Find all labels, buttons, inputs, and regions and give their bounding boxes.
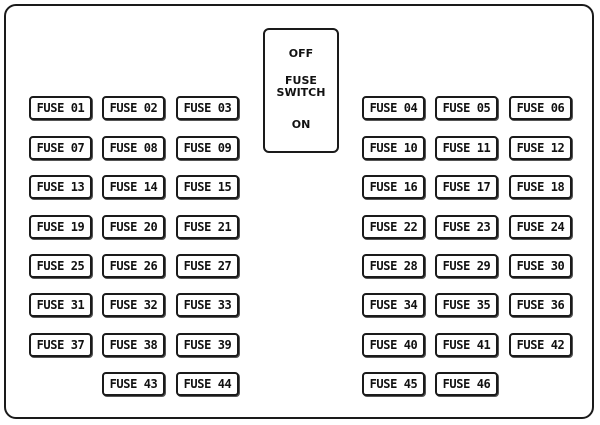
fuse-16[interactable]: FUSE 16	[362, 175, 425, 199]
fuse-02[interactable]: FUSE 02	[102, 96, 165, 120]
fuse-11[interactable]: FUSE 11	[435, 136, 498, 160]
fuse-08[interactable]: FUSE 08	[102, 136, 165, 160]
fuse-12[interactable]: FUSE 12	[509, 136, 572, 160]
fuse-38[interactable]: FUSE 38	[102, 333, 165, 357]
fuse-09[interactable]: FUSE 09	[176, 136, 239, 160]
fuse-22[interactable]: FUSE 22	[362, 215, 425, 239]
fuse-10[interactable]: FUSE 10	[362, 136, 425, 160]
fuse-37[interactable]: FUSE 37	[29, 333, 92, 357]
fuse-28[interactable]: FUSE 28	[362, 254, 425, 278]
fuse-30[interactable]: FUSE 30	[509, 254, 572, 278]
fuse-21[interactable]: FUSE 21	[176, 215, 239, 239]
fuse-44[interactable]: FUSE 44	[176, 372, 239, 396]
fuse-41[interactable]: FUSE 41	[435, 333, 498, 357]
fuse-14[interactable]: FUSE 14	[102, 175, 165, 199]
switch-on-label: ON	[291, 118, 311, 131]
fuse-23[interactable]: FUSE 23	[435, 215, 498, 239]
fuse-45[interactable]: FUSE 45	[362, 372, 425, 396]
fuse-27[interactable]: FUSE 27	[176, 254, 239, 278]
fuse-04[interactable]: FUSE 04	[362, 96, 425, 120]
switch-label: FUSE SWITCH	[265, 75, 337, 99]
fuse-46[interactable]: FUSE 46	[435, 372, 498, 396]
switch-label-line1: FUSE	[285, 74, 317, 87]
fuse-25[interactable]: FUSE 25	[29, 254, 92, 278]
fuse-32[interactable]: FUSE 32	[102, 293, 165, 317]
fuse-13[interactable]: FUSE 13	[29, 175, 92, 199]
fuse-19[interactable]: FUSE 19	[29, 215, 92, 239]
fuse-31[interactable]: FUSE 31	[29, 293, 92, 317]
switch-label-line2: SWITCH	[276, 86, 326, 99]
fuse-05[interactable]: FUSE 05	[435, 96, 498, 120]
fuse-20[interactable]: FUSE 20	[102, 215, 165, 239]
fuse-40[interactable]: FUSE 40	[362, 333, 425, 357]
fuse-18[interactable]: FUSE 18	[509, 175, 572, 199]
fuse-35[interactable]: FUSE 35	[435, 293, 498, 317]
fuse-34[interactable]: FUSE 34	[362, 293, 425, 317]
fuse-36[interactable]: FUSE 36	[509, 293, 572, 317]
fuse-switch[interactable]: OFF FUSE SWITCH ON	[263, 28, 339, 153]
fuse-33[interactable]: FUSE 33	[176, 293, 239, 317]
fuse-15[interactable]: FUSE 15	[176, 175, 239, 199]
fuse-29[interactable]: FUSE 29	[435, 254, 498, 278]
fuse-17[interactable]: FUSE 17	[435, 175, 498, 199]
fuse-43[interactable]: FUSE 43	[102, 372, 165, 396]
fuse-42[interactable]: FUSE 42	[509, 333, 572, 357]
fuse-03[interactable]: FUSE 03	[176, 96, 239, 120]
fuse-24[interactable]: FUSE 24	[509, 215, 572, 239]
fuse-39[interactable]: FUSE 39	[176, 333, 239, 357]
fuse-26[interactable]: FUSE 26	[102, 254, 165, 278]
fuse-06[interactable]: FUSE 06	[509, 96, 572, 120]
fuse-07[interactable]: FUSE 07	[29, 136, 92, 160]
fuse-01[interactable]: FUSE 01	[29, 96, 92, 120]
switch-off-label: OFF	[288, 47, 314, 60]
